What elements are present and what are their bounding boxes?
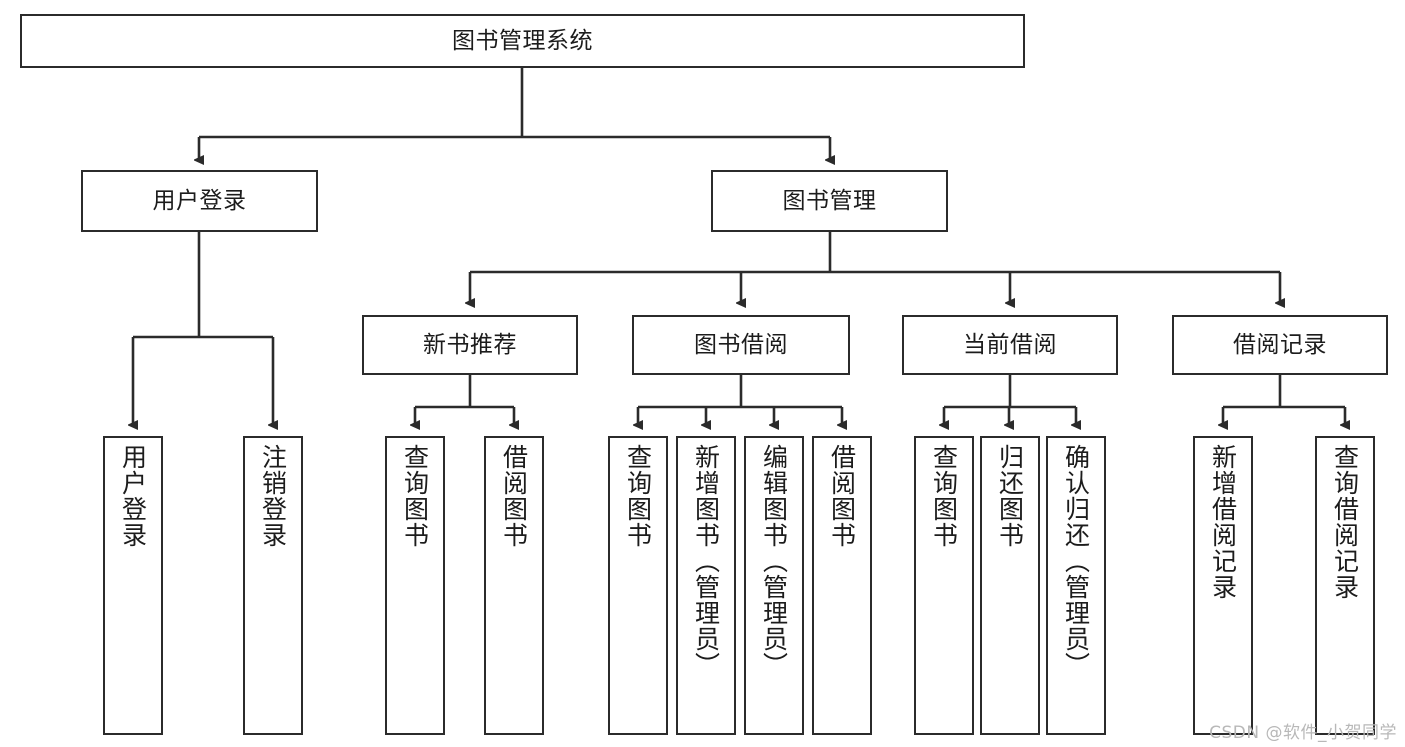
node-label: 借阅图书	[499, 444, 529, 548]
node-label: 确认归还（管理员）	[1061, 444, 1091, 678]
node-leaf-current-borrow-return[interactable]: 归还图书	[980, 436, 1040, 735]
node-leaf-user-login-login[interactable]: 用户登录	[103, 436, 163, 735]
node-leaf-book-borrow-add[interactable]: 新增图书（管理员）	[676, 436, 736, 735]
node-new-book-recommendation[interactable]: 新书推荐	[362, 315, 578, 375]
node-leaf-book-borrow-borrow[interactable]: 借阅图书	[812, 436, 872, 735]
node-label: 查询借阅记录	[1330, 444, 1360, 600]
node-label: 当前借阅	[963, 331, 1057, 358]
node-leaf-current-borrow-confirm-return[interactable]: 确认归还（管理员）	[1046, 436, 1106, 735]
node-leaf-book-borrow-edit[interactable]: 编辑图书（管理员）	[744, 436, 804, 735]
node-label: 注销登录	[258, 444, 288, 548]
node-book-management[interactable]: 图书管理	[711, 170, 948, 232]
node-label: 查询图书	[400, 444, 430, 548]
node-root-book-management-system[interactable]: 图书管理系统	[20, 14, 1025, 68]
node-leaf-user-login-logout[interactable]: 注销登录	[243, 436, 303, 735]
node-leaf-borrow-record-query[interactable]: 查询借阅记录	[1315, 436, 1375, 735]
node-label: 编辑图书（管理员）	[759, 444, 789, 678]
node-leaf-borrow-record-add[interactable]: 新增借阅记录	[1193, 436, 1253, 735]
node-label: 图书管理系统	[452, 27, 593, 54]
node-leaf-current-borrow-query[interactable]: 查询图书	[914, 436, 974, 735]
node-label: 借阅图书	[827, 444, 857, 548]
node-label: 新增图书（管理员）	[691, 444, 721, 678]
node-current-borrowing[interactable]: 当前借阅	[902, 315, 1118, 375]
node-label: 新书推荐	[423, 331, 517, 358]
node-label: 查询图书	[623, 444, 653, 548]
node-label: 查询图书	[929, 444, 959, 548]
node-borrowing-record[interactable]: 借阅记录	[1172, 315, 1388, 375]
node-label: 用户登录	[152, 187, 247, 214]
node-leaf-book-borrow-query[interactable]: 查询图书	[608, 436, 668, 735]
node-book-borrowing[interactable]: 图书借阅	[632, 315, 850, 375]
node-label: 归还图书	[995, 444, 1025, 548]
node-label: 图书管理	[782, 187, 877, 214]
node-label: 用户登录	[118, 444, 148, 548]
node-label: 图书借阅	[694, 331, 788, 358]
node-leaf-new-book-query[interactable]: 查询图书	[385, 436, 445, 735]
node-user-login[interactable]: 用户登录	[81, 170, 318, 232]
node-label: 新增借阅记录	[1208, 444, 1238, 600]
node-leaf-new-book-borrow[interactable]: 借阅图书	[484, 436, 544, 735]
node-label: 借阅记录	[1233, 331, 1327, 358]
